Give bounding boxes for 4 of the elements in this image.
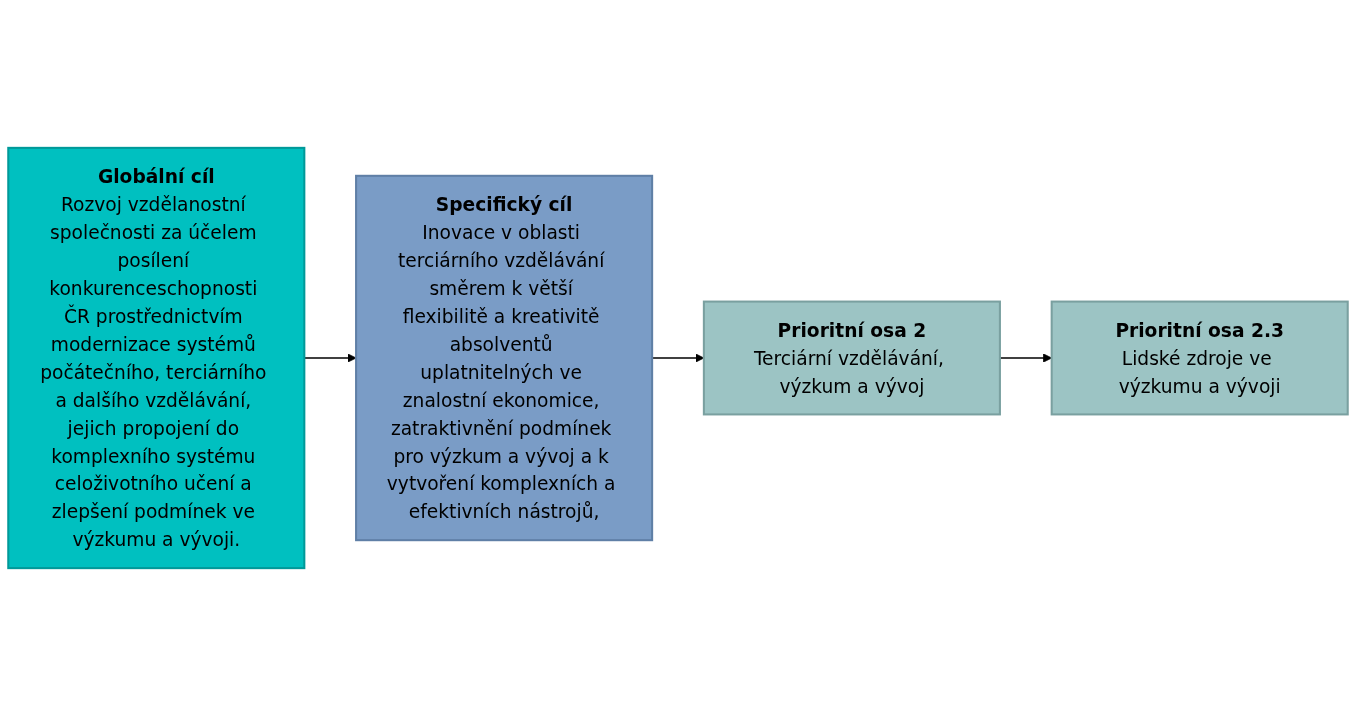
node-box: Globální cíl Rozvoj vzdělanostní společnosti za účelem posílení konkurenceschopnosti ČR prostřednictvím modernizace systémů počátečního, terciárního a dalšího vzdělávání, jejich propojení do komplexního systému celoživotního učení a zlepšení podmínek ve výzkumu a vývoji.	[7, 146, 306, 570]
node-box: Prioritní osa 2.3 Lidské zdroje ve výzkumu a vývoji	[1050, 300, 1349, 416]
node-box: Prioritní osa 2 Terciární vzdělávání, výzkum a vývoj	[702, 300, 1001, 416]
node-box: Specifický cíl Inovace v oblasti terciárního vzdělávání směrem k větší flexibilitě a kreativitě absolventů uplatnitelných ve znalostní ekonomice, zatraktivnění podmínek pro výzkum a vývoj a k vytvoření komplexních a efektivních nástrojů,	[355, 174, 654, 542]
